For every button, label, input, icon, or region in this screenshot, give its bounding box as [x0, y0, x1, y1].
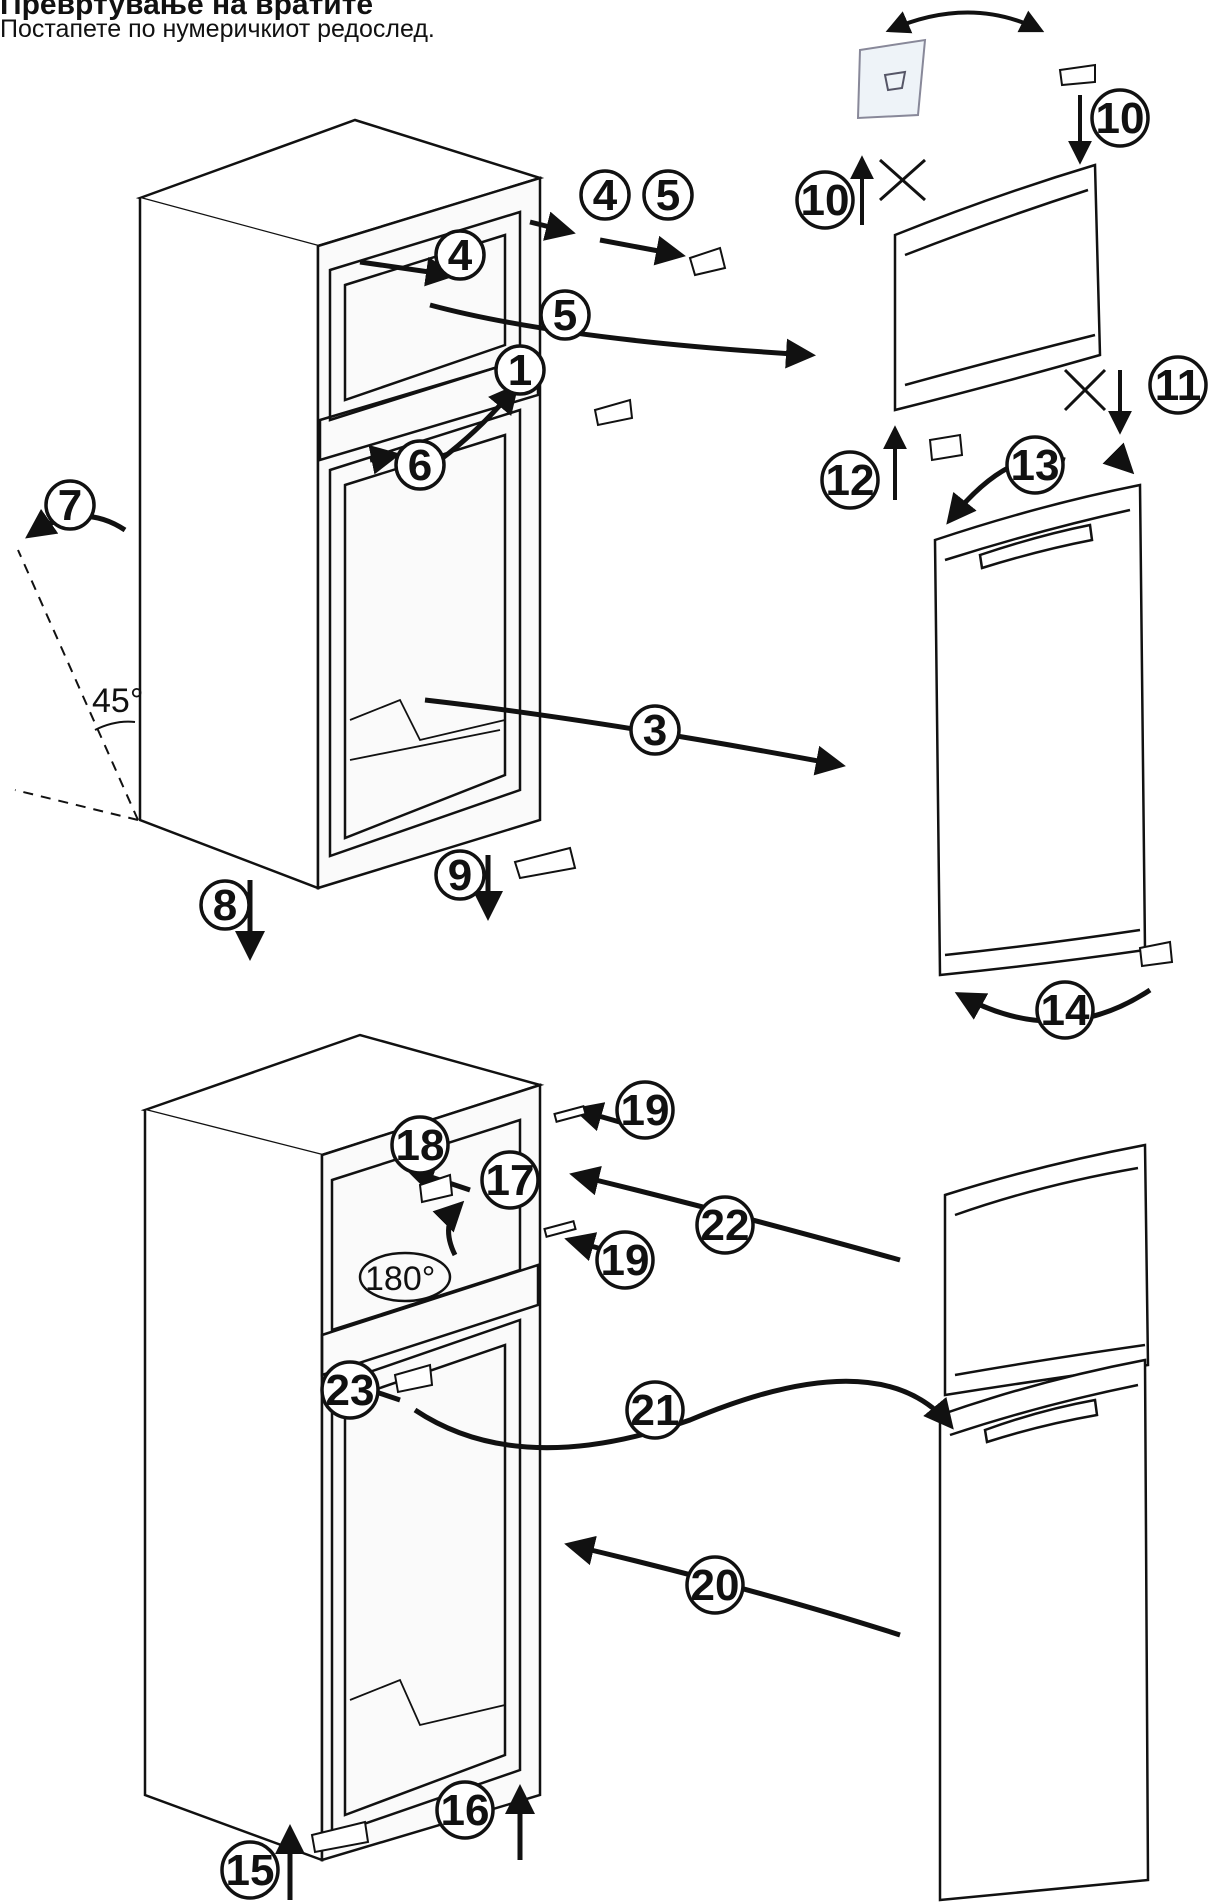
step-number: 19 — [621, 1086, 670, 1135]
step-circle — [1090, 88, 1150, 148]
hinge-parts-top — [513, 246, 1174, 968]
step-circle — [642, 169, 694, 221]
step-number: 11 — [1155, 361, 1202, 410]
tilt-guide — [14, 549, 139, 821]
step-circle — [480, 1150, 540, 1210]
step-number: 8 — [213, 881, 237, 930]
step-circle — [1005, 435, 1065, 495]
step-circle — [695, 1195, 755, 1255]
cross-icon — [879, 158, 1107, 412]
step-circle — [1148, 355, 1208, 415]
page-subtitle: Постапете по нумеричкиот редослед. — [0, 15, 435, 43]
step-number: 19 — [601, 1236, 650, 1285]
step-number: 15 — [226, 1846, 275, 1895]
step-circle — [435, 1780, 495, 1840]
fridge-bottom-cabinet — [140, 1033, 545, 1862]
step-number: 10 — [801, 176, 850, 225]
step-circle — [615, 1080, 675, 1140]
hinge-parts-bottom — [310, 1105, 587, 1854]
step-number: 1 — [508, 346, 532, 395]
step-number: 13 — [1011, 441, 1060, 490]
step-circle — [579, 169, 631, 221]
step-circle — [494, 344, 546, 396]
step-number: 22 — [701, 1201, 750, 1250]
tilt-angle-label: 45° — [92, 682, 143, 720]
step-number: 16 — [441, 1786, 490, 1835]
freezer-door-bottom — [943, 1143, 1150, 1397]
parts-bag — [856, 38, 927, 120]
step-number: 12 — [826, 456, 875, 505]
step-circle — [539, 289, 591, 341]
rotate-angle-label: 180° — [365, 1260, 435, 1298]
step-number: 6 — [408, 441, 432, 490]
fridge-door-right — [933, 483, 1147, 977]
fridge-top-cabinet — [135, 118, 545, 890]
step-circle — [199, 879, 251, 931]
step-circle — [595, 1230, 655, 1290]
step-number: 3 — [643, 706, 667, 755]
freezer-door-top — [893, 163, 1102, 412]
step-number: 14 — [1041, 986, 1090, 1035]
step-circle — [390, 1115, 450, 1175]
step-number: 23 — [326, 1366, 375, 1415]
step-number: 9 — [448, 851, 472, 900]
step-number: 10 — [1096, 94, 1145, 143]
step-circle — [685, 1555, 745, 1615]
step-number: 17 — [486, 1156, 535, 1205]
step-number: 4 — [448, 231, 473, 280]
step-circle — [320, 1360, 380, 1420]
step-number: 20 — [691, 1561, 740, 1610]
step-number: 5 — [656, 171, 680, 220]
step-circle — [394, 439, 446, 491]
step-circle — [44, 479, 96, 531]
step-number: 7 — [58, 481, 82, 530]
step-circle — [1035, 980, 1095, 1040]
step-circle — [220, 1840, 280, 1900]
fridge-door-bottom — [938, 1358, 1150, 1902]
step-circle — [795, 170, 855, 230]
step-number: 4 — [593, 171, 618, 220]
page-title: Превртување на вратите — [0, 0, 374, 21]
step-number: 18 — [396, 1121, 445, 1170]
step-number: 5 — [553, 291, 577, 340]
step-number: 21 — [631, 1386, 680, 1435]
step-circle — [625, 1380, 685, 1440]
step-circle — [434, 849, 486, 901]
step-circle — [629, 704, 681, 756]
step-circle — [820, 450, 880, 510]
rotate-angle-badge — [358, 1251, 452, 1303]
step-circle — [434, 229, 486, 281]
